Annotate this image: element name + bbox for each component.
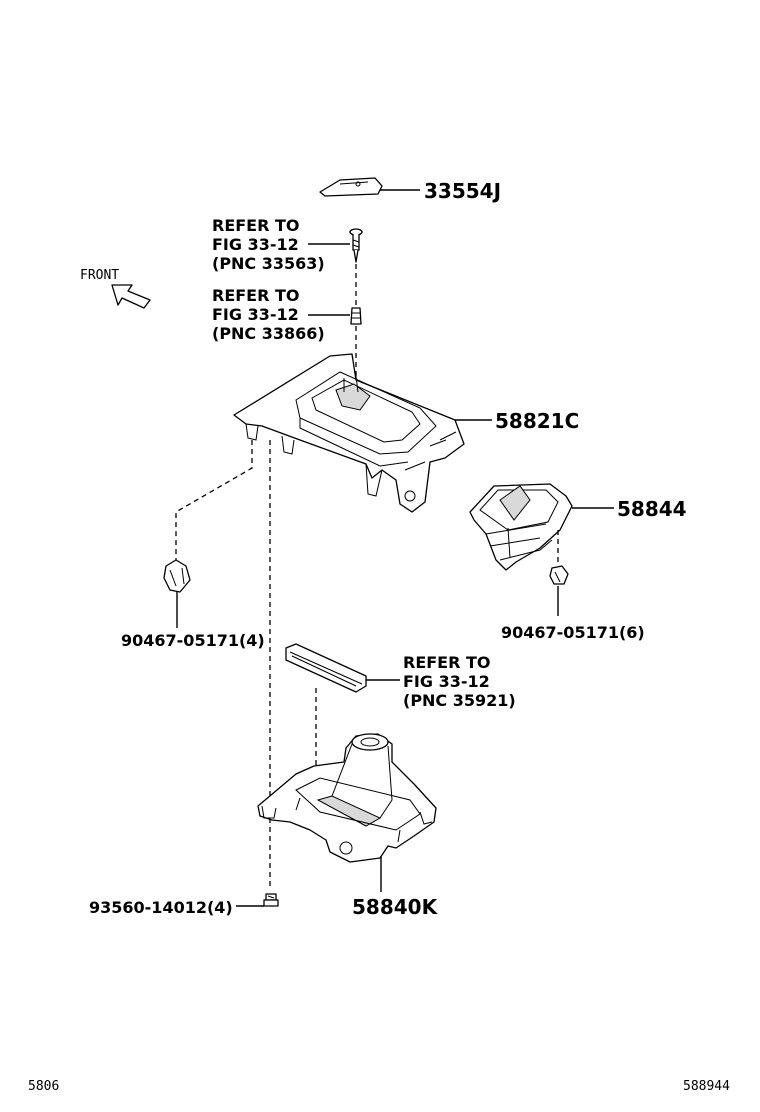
part-33554j-shape	[319, 177, 383, 197]
screw-icon	[349, 228, 363, 263]
ref1-line1: REFER TO	[212, 216, 300, 235]
label-90467-05171-6[interactable]: 90467-05171(6)	[501, 623, 645, 642]
label-33554j[interactable]: 33554J	[424, 179, 501, 203]
front-label: FRONT	[80, 268, 119, 283]
bolt-icon	[263, 893, 279, 907]
part-58821c-shape	[233, 353, 465, 513]
label-58844[interactable]: 58844	[617, 497, 687, 521]
ref2-line2: FIG 33-12	[212, 305, 299, 324]
dash-left-clip	[175, 440, 253, 560]
clip-icon	[350, 307, 362, 325]
cover-strip-shape	[285, 643, 367, 693]
ref3-line2: FIG 33-12	[403, 672, 490, 691]
clip-right-icon	[549, 565, 569, 585]
ref1-line2: FIG 33-12	[212, 235, 299, 254]
ref1-line3: (PNC 33563)	[212, 254, 325, 273]
footer-code-right: 588944	[683, 1079, 730, 1094]
clip-left-icon	[163, 559, 191, 593]
ref2-line3: (PNC 33866)	[212, 324, 325, 343]
label-58840k[interactable]: 58840K	[352, 895, 439, 919]
ref3-line3: (PNC 35921)	[403, 691, 516, 710]
ref3-line1: REFER TO	[403, 653, 491, 672]
ref2-line1: REFER TO	[212, 286, 300, 305]
footer-code-left: 5806	[28, 1079, 59, 1094]
part-58844-shape	[469, 483, 573, 571]
label-90467-05171-4[interactable]: 90467-05171(4)	[121, 631, 265, 650]
front-arrow-icon	[111, 284, 151, 309]
part-58840k-shape	[257, 733, 437, 863]
label-93560-14012-4[interactable]: 93560-14012(4)	[89, 898, 233, 917]
label-58821c[interactable]: 58821C	[495, 409, 579, 433]
